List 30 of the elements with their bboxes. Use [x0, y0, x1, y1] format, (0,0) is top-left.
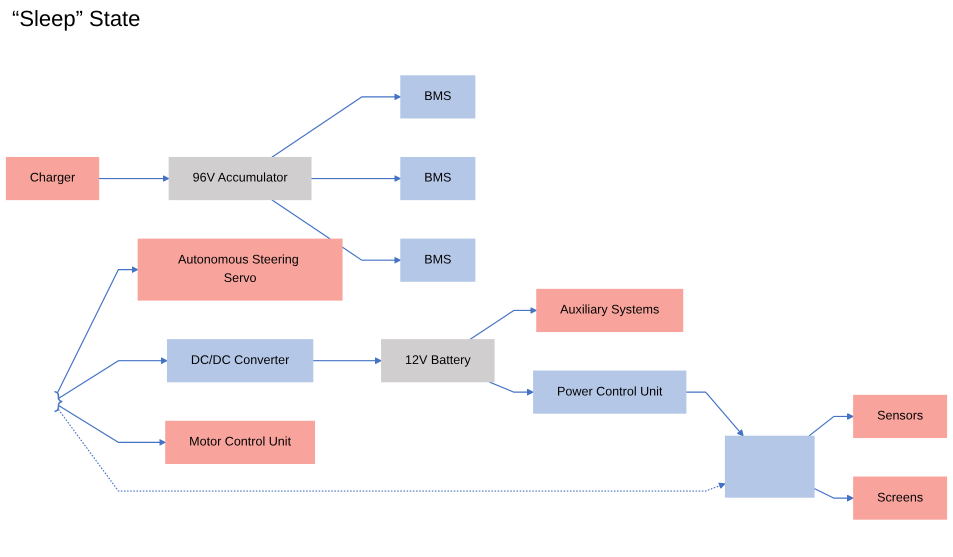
arrow	[56, 266, 138, 394]
node-box: 12V Battery	[381, 339, 495, 382]
node-box: BMS	[400, 238, 476, 282]
node-box: BMS	[400, 75, 476, 118]
node-box: Power Control Unit	[533, 370, 686, 414]
node-box: DC/DC Converter	[166, 339, 314, 382]
arrow	[98, 175, 170, 182]
node-box: Auxiliary Systems	[536, 288, 684, 332]
node-box: Sensors	[853, 394, 948, 438]
node-box	[724, 436, 815, 498]
node-box: Autonomous Steering Servo	[138, 238, 343, 301]
node-box: 96V Accumulator	[168, 156, 312, 200]
node-box: Motor Control Unit	[165, 420, 316, 464]
node-box: Screens	[853, 476, 948, 520]
node-box: Charger	[6, 156, 100, 200]
arrow	[686, 392, 744, 436]
arrow	[311, 175, 401, 182]
arrow	[58, 409, 726, 492]
diagram-title: “Sleep” State	[12, 6, 140, 32]
arrow	[814, 488, 854, 502]
node-box: BMS	[400, 156, 476, 200]
node-bracket	[54, 390, 64, 412]
arrow	[470, 307, 537, 340]
arrow	[271, 199, 401, 264]
arrow	[808, 413, 854, 437]
arrow	[271, 93, 401, 158]
arrow	[488, 381, 534, 396]
arrow	[312, 357, 382, 364]
arrow	[58, 357, 168, 399]
arrow	[58, 405, 166, 446]
